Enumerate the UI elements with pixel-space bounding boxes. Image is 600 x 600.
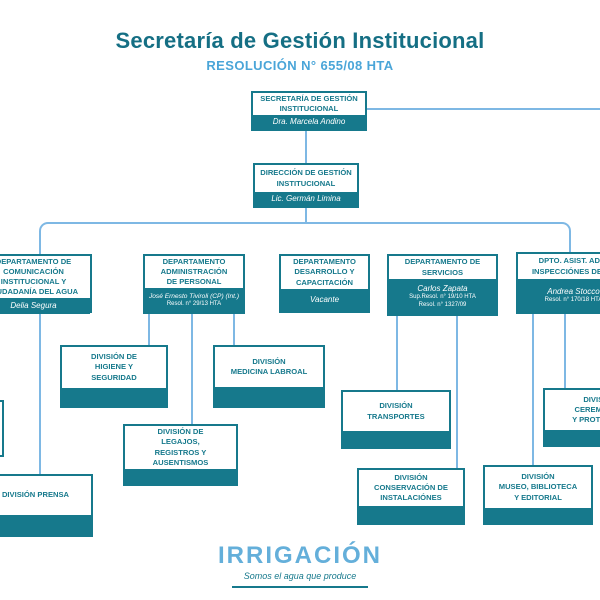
connector-personal-higiene — [148, 314, 150, 345]
footer: IRRIGACIÓN Somos el agua que produce — [0, 542, 600, 589]
org-box-division-museo-biblioteca: DIVISIÓN MUSEO, BIBLIOTECA Y EDITORIAL — [483, 465, 593, 525]
org-box-division-prensa: DIVISIÓN PRENSA — [0, 474, 93, 537]
org-box-title: DIVISIÓN CONSERVACIÓN DE INSTALACIÓNES — [374, 472, 448, 502]
org-box-name: Delia Segura — [10, 301, 57, 311]
org-box-strip — [62, 388, 166, 406]
org-box-strip: Vacante — [281, 289, 368, 311]
connector-direccion-bus — [305, 208, 307, 223]
connector-comunicacion-prensa — [39, 313, 41, 474]
org-box-title: DPTO. ASIST. ADM. INSPECCIÓNES DE CA — [531, 256, 600, 276]
page-title: Secretaría de Gestión Institucional — [115, 28, 485, 53]
org-box-administracion-personal: DEPARTAMENTO ADMINISTRACIÓN DE PERSONAL … — [143, 254, 245, 315]
org-box-name: Andrea Stocco — [547, 286, 600, 296]
org-box-strip — [0, 515, 91, 535]
org-box-desarrollo-capacitacion: DEPARTAMENTO DESARROLLO Y CAPACITACIÓN V… — [279, 254, 370, 313]
org-box-division-higiene-seguridad: DIVISIÓN DE HIGIENE Y SEGURIDAD — [60, 345, 168, 408]
org-box-title: DIVISIÓN MEDICINA LABROAL — [230, 356, 308, 376]
org-box-asist-adm-inspecciones: DPTO. ASIST. ADM. INSPECCIÓNES DE CA And… — [516, 252, 600, 314]
org-box-strip: Delia Segura — [0, 298, 90, 315]
org-box-strip: Andrea Stocco Resol. n° 170/18 HTA — [518, 279, 600, 312]
page-subtitle: RESOLUCIÓN N° 655/08 HTA — [206, 58, 394, 73]
offscreen-box-fragment — [0, 400, 4, 457]
logo-tagline: Somos el agua que produce — [243, 571, 357, 582]
connector-servicios-conservacion — [456, 316, 458, 468]
org-box-resolution: Resol. n° 170/18 HTA — [544, 296, 600, 303]
org-box-strip — [359, 506, 463, 523]
org-box-secretaria: SECRETARÍA DE GESTIÓN INSTITUCIONAL Dra.… — [251, 91, 367, 131]
org-box-title: DEPARTAMENTO DE COMUNICACIÓN INSTITUCION… — [0, 257, 79, 297]
org-box-division-legajos: DIVISIÓN DE LEGAJOS, REGISTROS Y AUSENTI… — [123, 424, 238, 486]
org-box-title: SECRETARÍA DE GESTIÓN INSTITUCIONAL — [260, 94, 358, 114]
org-box-division-transportes: DIVISIÓN TRANSPORTES — [341, 390, 451, 449]
connector-inspecciones-ceremonial — [564, 314, 566, 388]
org-box-direccion: DIRECCIÓN DE GESTIÓN INSTITUCIONAL Lic. … — [253, 163, 359, 208]
org-box-name: Vacante — [309, 295, 340, 304]
org-box-title: DEPARTAMENTO DESARROLLO Y CAPACITACIÓN — [293, 257, 356, 287]
org-box-servicios: DEPARTAMENTO DE SERVICIOS Carlos Zapata … — [387, 254, 498, 316]
connector-inspecciones-museo — [532, 314, 534, 465]
org-box-title: DIVISIÓN PRENSA — [1, 490, 70, 500]
connector-servicios-transportes — [396, 316, 398, 390]
irrigacion-logo: IRRIGACIÓN — [218, 542, 382, 569]
org-box-title: DEPARTAMENTO ADMINISTRACIÓN DE PERSONAL — [160, 257, 228, 287]
org-box-title: DIVISIÓN CEREMONIAL Y PROTOCOLO — [572, 394, 600, 424]
org-box-name: Lic. Germán Limina — [271, 194, 341, 203]
org-box-name: Carlos Zapata — [417, 283, 468, 293]
org-box-name: José Ernesto Tiviroli (CP) (Int.) — [148, 293, 240, 301]
logo-underline — [232, 586, 368, 589]
org-box-strip: Carlos Zapata Sup.Resol. n° 19/10 HTA Re… — [389, 279, 496, 314]
connector-department-bus — [39, 222, 571, 254]
org-box-title: DIVISIÓN MUSEO, BIBLIOTECA Y EDITORIAL — [498, 472, 578, 502]
org-box-strip: Lic. Germán Limina — [255, 192, 357, 206]
org-box-strip: José Ernesto Tiviroli (CP) (Int.) Resol.… — [145, 288, 243, 315]
org-box-division-ceremonial-protocolo: DIVISIÓN CEREMONIAL Y PROTOCOLO — [543, 388, 600, 447]
org-box-strip — [485, 508, 591, 523]
connector-personal-legajos — [191, 314, 193, 424]
org-box-title: DEPARTAMENTO DE SERVICIOS — [404, 257, 481, 277]
org-box-division-medicina-laboral: DIVISIÓN MEDICINA LABROAL — [213, 345, 325, 408]
org-box-title: DIRECCIÓN DE GESTIÓN INSTITUCIONAL — [260, 168, 352, 188]
org-box-comunicacion: DEPARTAMENTO DE COMUNICACIÓN INSTITUCION… — [0, 254, 92, 315]
org-box-name: Dra. Marcela Andino — [272, 117, 346, 127]
org-box-strip — [215, 387, 323, 406]
org-box-resolution: Sup.Resol. n° 19/10 HTA — [409, 293, 476, 300]
org-box-strip: Dra. Marcela Andino — [253, 115, 365, 130]
connector-personal-medicina — [233, 314, 235, 345]
org-box-title: DIVISIÓN TRANSPORTES — [367, 401, 425, 421]
org-box-resolution: Resol. n° 29/13 HTA — [166, 301, 222, 308]
org-box-strip — [125, 469, 236, 484]
connector-secretaria-direccion — [305, 131, 307, 163]
org-box-title: DIVISIÓN DE LEGAJOS, REGISTROS Y AUSENTI… — [152, 427, 209, 467]
org-box-division-conservacion: DIVISIÓN CONSERVACIÓN DE INSTALACIÓNES — [357, 468, 465, 525]
org-box-resolution: Resol. n° 1327/09 — [418, 301, 467, 308]
org-box-strip — [343, 431, 449, 447]
org-box-title: DIVISIÓN DE HIGIENE Y SEGURIDAD — [91, 352, 137, 382]
org-box-strip — [545, 430, 600, 445]
connector-secretaria-right — [367, 108, 600, 110]
